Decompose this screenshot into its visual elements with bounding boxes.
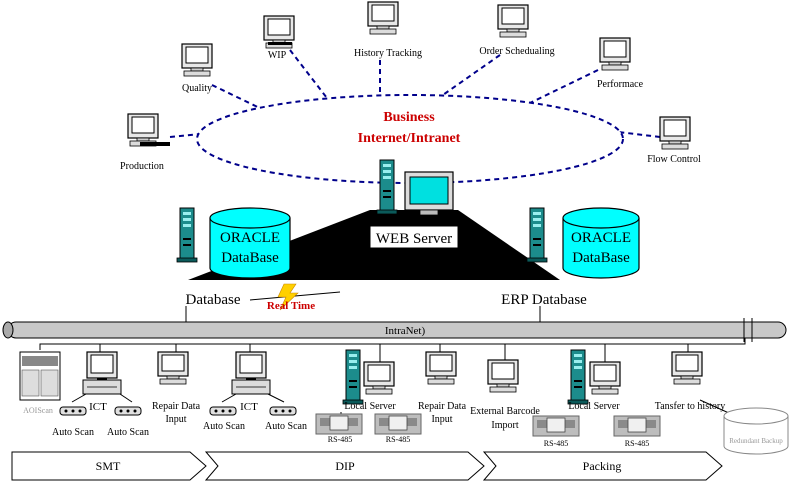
- flow-control-label: Flow Control: [647, 154, 701, 165]
- aoi-scan-label: AOIScan: [23, 406, 53, 415]
- transfer-label: Tansfer to history: [655, 401, 725, 412]
- intranet-bus: IntraNet): [2, 318, 787, 342]
- repair-data-input-right[interactable]: Repair Data Input: [418, 351, 467, 425]
- ict-right-label: ICT: [240, 401, 258, 413]
- wip-client[interactable]: WIP: [263, 15, 295, 61]
- rs485-3-label: RS-485: [544, 439, 568, 448]
- flow-control-client[interactable]: Flow Control: [647, 116, 701, 165]
- rs485-1-label: RS-485: [328, 435, 352, 444]
- external-barcode-line1: External Barcode: [470, 406, 540, 417]
- ict-station-right[interactable]: ICT Auto Scan Auto Scan: [203, 351, 307, 432]
- repair-left-line1: Repair Data: [152, 401, 201, 412]
- dip-arrow: [204, 451, 485, 481]
- oracle-left-line1: ORACLE: [220, 230, 280, 246]
- dip-label: DIP: [335, 459, 355, 473]
- local-server-left[interactable]: Local Server RS-485 RS-485: [315, 349, 422, 444]
- transfer-to-history[interactable]: Tansfer to history: [655, 351, 741, 419]
- production-client[interactable]: Production: [120, 113, 170, 172]
- order-scheduling-client[interactable]: Order Schedualing: [479, 4, 555, 57]
- internet-intranet-label: Internet/Intranet: [358, 131, 461, 146]
- oracle-database-right[interactable]: ORACLE DataBase ERP Database: [501, 207, 640, 308]
- oracle-database-left[interactable]: ORACLE DataBase Database: [176, 207, 291, 308]
- client-links: [169, 49, 661, 138]
- business-network-ellipse: [196, 94, 624, 184]
- rs485-2-label: RS-485: [386, 435, 410, 444]
- order-scheduling-label: Order Schedualing: [479, 46, 554, 57]
- ict-left-label: ICT: [89, 401, 107, 413]
- wip-label: WIP: [268, 50, 287, 61]
- auto-scan-4-label: Auto Scan: [265, 421, 307, 432]
- local-server-right-label: Local Server: [568, 401, 620, 412]
- ict-station-left[interactable]: ICT Auto Scan Auto Scan: [52, 351, 149, 438]
- history-tracking-label: History Tracking: [354, 48, 422, 59]
- external-barcode-import[interactable]: External Barcode Import: [470, 359, 540, 431]
- production-label: Production: [120, 161, 164, 172]
- repair-right-line2: Input: [431, 414, 452, 425]
- web-server[interactable]: WEB Server: [369, 159, 459, 249]
- oracle-right-line1: ORACLE: [571, 230, 631, 246]
- performance-label: Performace: [597, 79, 644, 90]
- lightning-icon: [277, 283, 299, 311]
- redundant-backup-disk[interactable]: Redundant Backup: [723, 407, 789, 455]
- external-barcode-line2: Import: [491, 420, 518, 431]
- aoi-scan-station[interactable]: AOIScan: [19, 351, 61, 415]
- quality-client[interactable]: Quality: [181, 43, 213, 94]
- erp-database-label: ERP Database: [501, 292, 587, 308]
- web-server-label: WEB Server: [376, 231, 452, 247]
- smt-label: SMT: [96, 459, 121, 473]
- auto-scan-2-label: Auto Scan: [107, 427, 149, 438]
- repair-right-line1: Repair Data: [418, 401, 467, 412]
- oracle-right-line2: DataBase: [572, 250, 630, 266]
- history-tracking-client[interactable]: History Tracking: [354, 1, 422, 59]
- bus-drops: [39, 338, 746, 365]
- packing-arrow: [482, 451, 723, 481]
- local-server-right[interactable]: Local Server RS-485 RS-485: [532, 349, 661, 448]
- local-server-left-label: Local Server: [344, 401, 396, 412]
- business-label: Business: [383, 110, 435, 125]
- process-flow: SMT DIP Packing: [11, 451, 723, 481]
- auto-scan-3-label: Auto Scan: [203, 421, 245, 432]
- intranet-label: IntraNet): [385, 325, 426, 337]
- performance-client[interactable]: Performace: [597, 37, 644, 90]
- auto-scan-1-label: Auto Scan: [52, 427, 94, 438]
- smt-arrow: [11, 451, 207, 481]
- oracle-left-line2: DataBase: [221, 250, 279, 266]
- repair-left-line2: Input: [165, 414, 186, 425]
- packing-label: Packing: [583, 459, 622, 473]
- realtime-link: Real Time: [249, 283, 341, 312]
- repair-data-input-left[interactable]: Repair Data Input: [152, 351, 201, 425]
- rs485-4-label: RS-485: [625, 439, 649, 448]
- redundant-backup-label: Redundant Backup: [729, 437, 783, 445]
- database-label: Database: [186, 292, 241, 308]
- quality-label: Quality: [182, 83, 212, 94]
- realtime-label: Real Time: [267, 300, 315, 312]
